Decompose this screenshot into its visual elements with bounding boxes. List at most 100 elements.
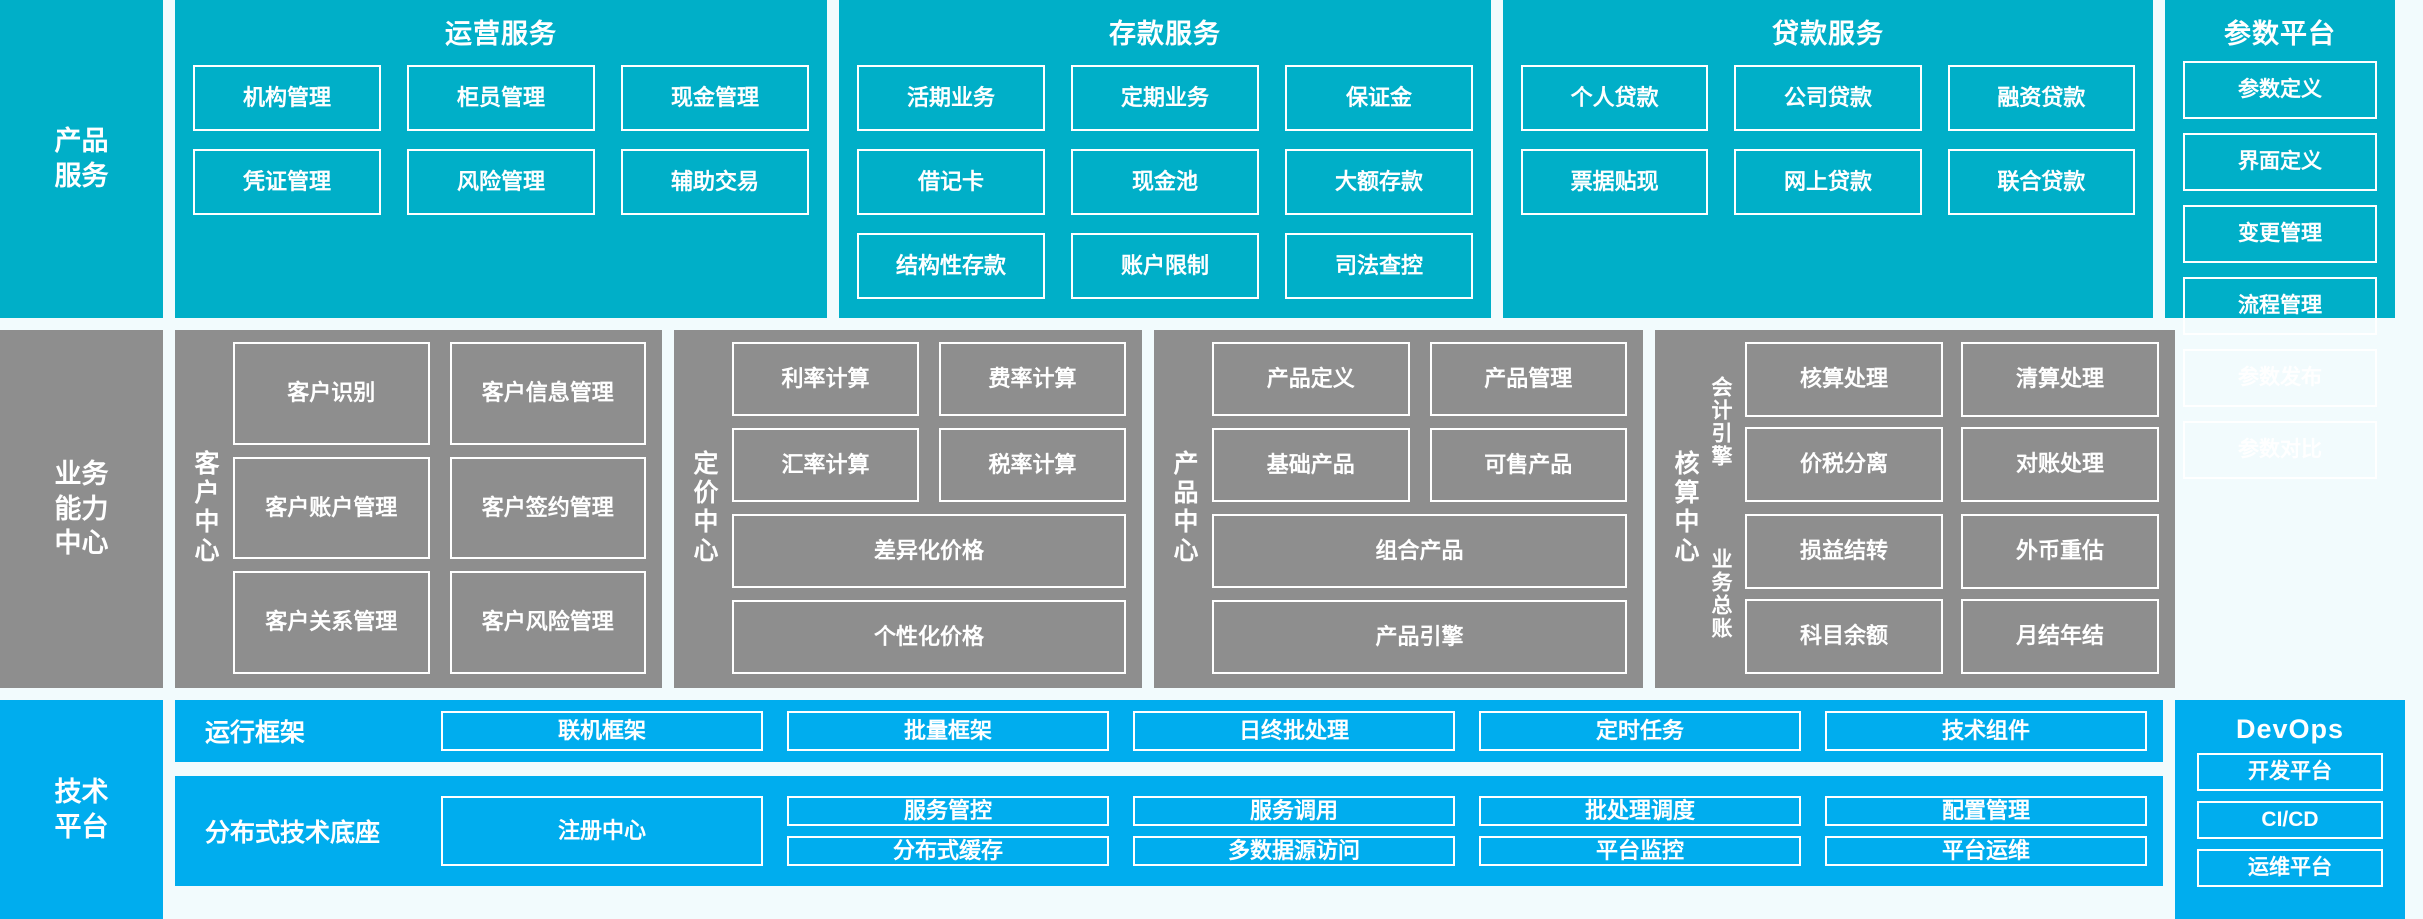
cell-customer-relation-management[interactable]: 客户关系管理: [233, 571, 430, 675]
foundation-column-4: 配置管理 平台运维: [1825, 795, 2147, 867]
cell-structured-deposit[interactable]: 结构性存款: [857, 233, 1045, 299]
cell-batch-framework[interactable]: 批量框架: [787, 711, 1109, 751]
cell-basic-product[interactable]: 基础产品: [1212, 428, 1410, 502]
cell-parameter-compare[interactable]: 参数对比: [2183, 421, 2377, 479]
cell-syndicated-loan[interactable]: 联合贷款: [1947, 149, 2135, 215]
cell-large-deposit[interactable]: 大额存款: [1285, 149, 1473, 215]
cell-tax-rate-calc[interactable]: 税率计算: [939, 428, 1126, 502]
cell-personal-loan[interactable]: 个人贷款: [1521, 65, 1709, 131]
cell-product-management[interactable]: 产品管理: [1429, 342, 1627, 416]
cell-margin-deposit[interactable]: 保证金: [1285, 65, 1473, 131]
cell-service-governance[interactable]: 服务管控: [787, 795, 1109, 826]
accounting-engine-grid: 核算处理 清算处理 价税分离 对账处理: [1745, 342, 2159, 502]
rail-business-capability: 业务 能力 中心: [0, 330, 163, 688]
cell-customer-info-management[interactable]: 客户信息管理: [449, 342, 646, 445]
product-center-row: 组合产品: [1212, 514, 1627, 588]
cell-multi-datasource-access[interactable]: 多数据源访问: [1133, 836, 1455, 867]
cell-online-loan[interactable]: 网上贷款: [1734, 149, 1922, 215]
cell-scheduled-task[interactable]: 定时任务: [1479, 711, 1801, 751]
cell-voucher-management[interactable]: 凭证管理: [193, 149, 381, 215]
cell-combined-product[interactable]: 组合产品: [1212, 514, 1627, 588]
cell-accounting-processing[interactable]: 核算处理: [1745, 342, 1943, 417]
cell-risk-management[interactable]: 风险管理: [407, 149, 595, 215]
cell-financing-loan[interactable]: 融资贷款: [1947, 65, 2135, 131]
cell-corporate-loan[interactable]: 公司贷款: [1734, 65, 1922, 131]
operation-services-grid: 机构管理 柜员管理 现金管理 凭证管理 风险管理 辅助交易: [193, 51, 809, 215]
cell-distributed-cache[interactable]: 分布式缓存: [787, 836, 1109, 867]
cell-parameter-release[interactable]: 参数发布: [2183, 349, 2377, 407]
cell-personalized-price[interactable]: 个性化价格: [732, 600, 1126, 674]
cell-fee-rate-calc[interactable]: 费率计算: [939, 342, 1126, 416]
group-product-center: 产品中心 产品定义 产品管理 基础产品 可售产品 组合产品 产品引擎: [1154, 330, 1643, 688]
cell-development-platform[interactable]: 开发平台: [2197, 753, 2383, 791]
cell-product-definition[interactable]: 产品定义: [1212, 342, 1410, 416]
cell-eod-batch-processing[interactable]: 日终批处理: [1133, 711, 1455, 751]
label-accounting-center: 核算中心: [1671, 450, 1699, 566]
accounting-center-body: 会计引擎 核算处理 清算处理 价税分离 对账处理 业务总账 损益结转 外币重估 …: [1703, 342, 2159, 674]
cell-customer-contract-management[interactable]: 客户签约管理: [449, 456, 646, 560]
cell-interest-rate-calc[interactable]: 利率计算: [732, 342, 919, 416]
cell-parameter-definition[interactable]: 参数定义: [2183, 61, 2377, 119]
cell-demand-business[interactable]: 活期业务: [857, 65, 1045, 131]
cell-technical-component[interactable]: 技术组件: [1825, 711, 2147, 751]
cell-operations-platform[interactable]: 运维平台: [2197, 849, 2383, 887]
cell-account-balance[interactable]: 科目余额: [1745, 599, 1943, 674]
cell-process-management[interactable]: 流程管理: [2183, 277, 2377, 335]
cell-ci-cd[interactable]: CI/CD: [2197, 801, 2383, 839]
cell-online-framework[interactable]: 联机框架: [441, 711, 763, 751]
cell-customer-account-management[interactable]: 客户账户管理: [233, 456, 430, 560]
customer-center-row: 客户关系管理 客户风险管理: [233, 571, 646, 675]
cell-org-management[interactable]: 机构管理: [193, 65, 381, 131]
cell-auxiliary-trade[interactable]: 辅助交易: [621, 149, 809, 215]
label-business-general-ledger: 业务总账: [1709, 548, 1732, 640]
loan-services-grid: 个人贷款 公司贷款 融资贷款 票据贴现 网上贷款 联合贷款: [1521, 51, 2135, 215]
strip-distributed-foundation: 分布式技术底座 注册中心 服务管控 分布式缓存 服务调用 多数据源访问 批处理调…: [175, 776, 2163, 886]
cell-foreign-currency-revaluation[interactable]: 外币重估: [1961, 514, 2159, 589]
cell-cash-management[interactable]: 现金管理: [621, 65, 809, 131]
cell-sellable-product[interactable]: 可售产品: [1429, 428, 1627, 502]
cell-batch-scheduling[interactable]: 批处理调度: [1479, 795, 1801, 826]
technical-platform-body: 运行框架 联机框架 批量框架 日终批处理 定时任务 技术组件 分布式技术底座 注…: [175, 700, 2163, 919]
cell-configuration-management[interactable]: 配置管理: [1825, 795, 2147, 826]
cell-settlement-processing[interactable]: 清算处理: [1961, 342, 2159, 417]
cell-bill-discount[interactable]: 票据贴现: [1521, 149, 1709, 215]
cell-change-management[interactable]: 变更管理: [2183, 205, 2377, 263]
cell-cash-pool[interactable]: 现金池: [1071, 149, 1259, 215]
cell-customer-identification[interactable]: 客户识别: [233, 342, 430, 445]
group-deposit-services: 存款服务 活期业务 定期业务 保证金 借记卡 现金池 大额存款 结构性存款 账户…: [839, 0, 1491, 318]
cell-product-engine[interactable]: 产品引擎: [1212, 600, 1627, 674]
runtime-framework-cells: 联机框架 批量框架 日终批处理 定时任务 技术组件: [441, 711, 2147, 751]
cell-platform-operations[interactable]: 平台运维: [1825, 836, 2147, 867]
cell-exchange-rate-calc[interactable]: 汇率计算: [732, 428, 919, 502]
label-runtime-framework: 运行框架: [205, 719, 306, 747]
customer-center-row: 客户识别 客户信息管理: [233, 342, 646, 445]
devops-list: 开发平台 CI/CD 运维平台: [2197, 753, 2383, 897]
cell-teller-management[interactable]: 柜员管理: [407, 65, 595, 131]
cell-differentiated-price[interactable]: 差异化价格: [732, 514, 1126, 588]
cell-customer-risk-management[interactable]: 客户风险管理: [449, 571, 646, 675]
product-center-row: 基础产品 可售产品: [1212, 428, 1627, 502]
foundation-column-3: 批处理调度 平台监控: [1479, 795, 1801, 867]
group-loan-services: 贷款服务 个人贷款 公司贷款 融资贷款 票据贴现 网上贷款 联合贷款: [1503, 0, 2153, 318]
group-customer-center: 客户中心 客户识别 客户信息管理 客户账户管理 客户签约管理 客户关系管理 客户…: [175, 330, 662, 688]
general-ledger-grid: 损益结转 外币重估 科目余额 月结年结: [1745, 514, 2159, 674]
cell-judicial-control[interactable]: 司法查控: [1285, 233, 1473, 299]
cell-time-business[interactable]: 定期业务: [1071, 65, 1259, 131]
cell-debit-card[interactable]: 借记卡: [857, 149, 1045, 215]
cell-platform-monitoring[interactable]: 平台监控: [1479, 836, 1801, 867]
pricing-center-row: 汇率计算 税率计算: [732, 428, 1126, 502]
parameter-platform-list: 参数定义 界面定义 变更管理 流程管理 参数发布 参数对比: [2183, 51, 2377, 493]
customer-center-body: 客户识别 客户信息管理 客户账户管理 客户签约管理 客户关系管理 客户风险管理: [223, 342, 646, 675]
cell-service-invocation[interactable]: 服务调用: [1133, 795, 1455, 826]
cell-price-tax-separation[interactable]: 价税分离: [1745, 427, 1943, 502]
cell-reconciliation-processing[interactable]: 对账处理: [1961, 427, 2159, 502]
label-customer-center: 客户中心: [191, 450, 219, 566]
cell-account-restriction[interactable]: 账户限制: [1071, 233, 1259, 299]
cell-month-year-end-closing[interactable]: 月结年结: [1961, 599, 2159, 674]
technical-platform-row: 技术 平台 运行框架 联机框架 批量框架 日终批处理 定时任务 技术组件 分布式…: [0, 700, 2423, 919]
cell-profit-loss-carryover[interactable]: 损益结转: [1745, 514, 1943, 589]
cell-interface-definition[interactable]: 界面定义: [2183, 133, 2377, 191]
group-title-deposit-services: 存款服务: [1109, 19, 1221, 49]
cell-registry-center[interactable]: 注册中心: [441, 795, 763, 867]
